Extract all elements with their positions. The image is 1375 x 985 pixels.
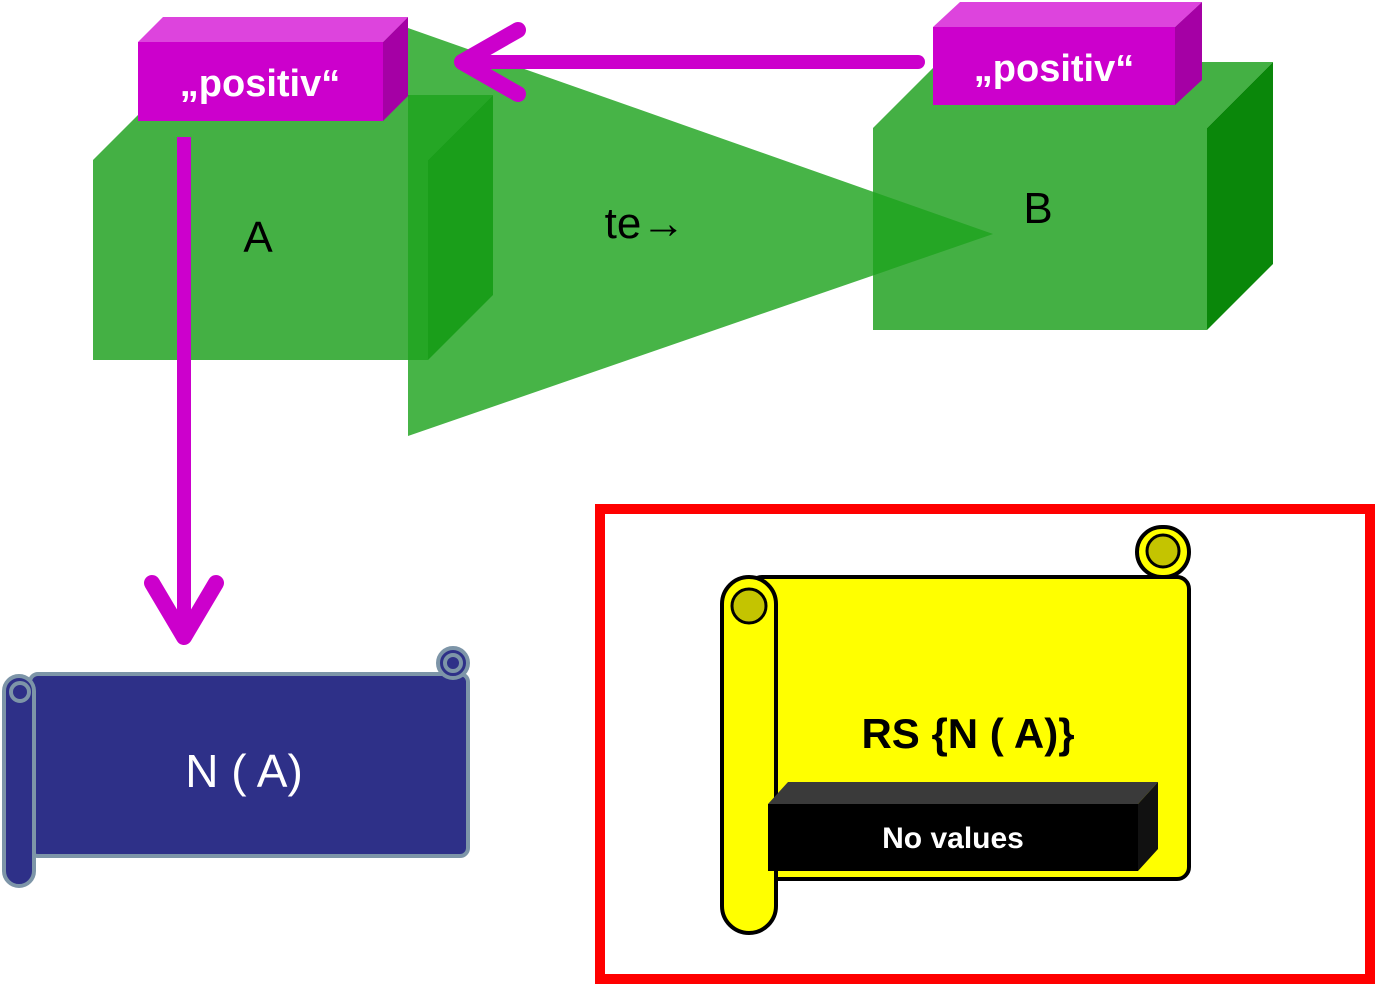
neighborhood-scroll-label: N ( A) xyxy=(185,745,303,797)
neighborhood-scroll: N ( A) xyxy=(2,646,470,888)
tag-a-side xyxy=(383,17,408,121)
arrow-a-down-head xyxy=(144,575,224,645)
tag-b-side xyxy=(1175,2,1202,105)
box-a-label: A xyxy=(243,213,273,262)
tag-a: „positiv“ xyxy=(138,17,408,121)
relation-cone: te→ xyxy=(408,28,993,436)
tag-b: „positiv“ xyxy=(933,2,1202,105)
result-scroll-title: RS {N ( A)} xyxy=(861,710,1074,757)
box-b-label: B xyxy=(1023,184,1052,233)
tag-b-label: „positiv“ xyxy=(974,48,1134,90)
tag-b-top xyxy=(933,2,1202,27)
neighborhood-scroll-left-curl xyxy=(9,681,31,703)
tag-b-front xyxy=(933,27,1175,105)
tag-a-top xyxy=(138,17,408,42)
result-scroll-left-roll xyxy=(720,575,778,935)
result-status-bar-top xyxy=(768,782,1158,804)
arrow-b-to-a xyxy=(454,22,925,102)
box-a-front xyxy=(93,160,428,360)
relation-cone-shape xyxy=(408,28,993,436)
neighborhood-scroll-right-curl xyxy=(443,653,463,673)
tag-a-front xyxy=(138,42,383,121)
result-status-bar-front xyxy=(768,804,1138,871)
result-status-label: No values xyxy=(882,822,1024,855)
arrow-b-to-a-head xyxy=(454,22,526,102)
result-scroll: RS {N ( A)} No values xyxy=(720,525,1191,935)
tag-a-label: „positiv“ xyxy=(180,63,340,105)
relation-label: te→ xyxy=(605,199,686,248)
result-scroll-left-curl xyxy=(730,587,768,625)
result-scroll-right-curl xyxy=(1145,533,1181,569)
arrow-a-to-neighborhood xyxy=(144,137,224,645)
result-status-bar: No values xyxy=(768,782,1158,871)
neighborhood-scroll-left-roll xyxy=(2,674,36,888)
result-status-bar-side xyxy=(1138,782,1158,871)
box-b-side xyxy=(1207,62,1273,330)
result-highlight-frame xyxy=(595,504,1375,984)
